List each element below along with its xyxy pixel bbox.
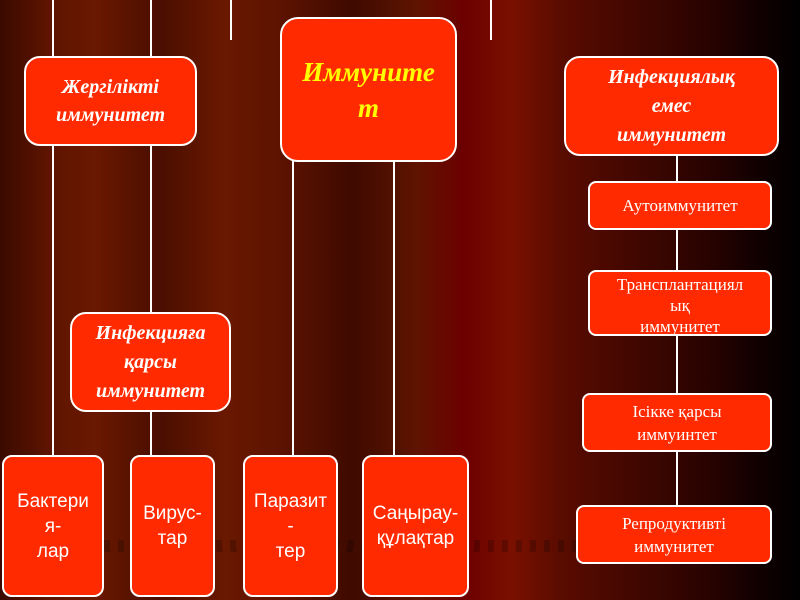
node-bacteria-label: Бактери я- лар xyxy=(17,490,89,562)
node-non-infective-immunity: Инфекциялық емес иммунитет xyxy=(564,56,779,156)
node-local-immunity: Жергілікті иммунитет xyxy=(24,56,197,146)
node-anti-infective-immunity: Инфекцияға қарсы иммунитет xyxy=(70,312,231,412)
node-viruses-label: Вирус- тар xyxy=(143,503,202,549)
node-anti-tumor-immunity-label: Ісікке қарсы иммуинтет xyxy=(632,401,722,444)
node-transplant-immunity: Трансплантациял ық иммунитет xyxy=(588,270,772,336)
node-parasites: Паразит - тер xyxy=(243,455,338,597)
node-reproductive-immunity-label: Репродуктивті иммунитет xyxy=(622,513,726,556)
node-viruses: Вирус- тар xyxy=(130,455,215,597)
node-non-infective-immunity-label: Инфекциялық емес иммунитет xyxy=(608,65,735,146)
node-parasites-label: Паразит - тер xyxy=(253,490,328,562)
node-transplant-immunity-label: Трансплантациял ық иммунитет xyxy=(616,275,744,336)
connector-line xyxy=(150,0,152,455)
node-autoimmunity: Аутоиммунитет xyxy=(588,181,772,230)
connector-line xyxy=(490,0,492,40)
node-bacteria: Бактери я- лар xyxy=(2,455,104,597)
node-fungi: Саңырау- құлақтар xyxy=(362,455,469,597)
node-anti-tumor-immunity: Ісікке қарсы иммуинтет xyxy=(582,393,772,452)
node-fungi-label: Саңырау- құлақтар xyxy=(372,503,459,549)
node-anti-infective-immunity-label: Инфекцияға қарсы иммунитет xyxy=(95,321,206,402)
connector-line xyxy=(292,160,294,455)
node-autoimmunity-label: Аутоиммунитет xyxy=(622,195,738,215)
root-node-label: Иммуните т xyxy=(302,56,435,123)
connector-line xyxy=(230,0,232,40)
connector-line xyxy=(393,160,395,455)
node-local-immunity-label: Жергілікті иммунитет xyxy=(55,76,166,126)
root-node-immunity: Иммуните т xyxy=(280,17,457,162)
connector-line xyxy=(52,0,54,455)
node-reproductive-immunity: Репродуктивті иммунитет xyxy=(576,505,772,564)
